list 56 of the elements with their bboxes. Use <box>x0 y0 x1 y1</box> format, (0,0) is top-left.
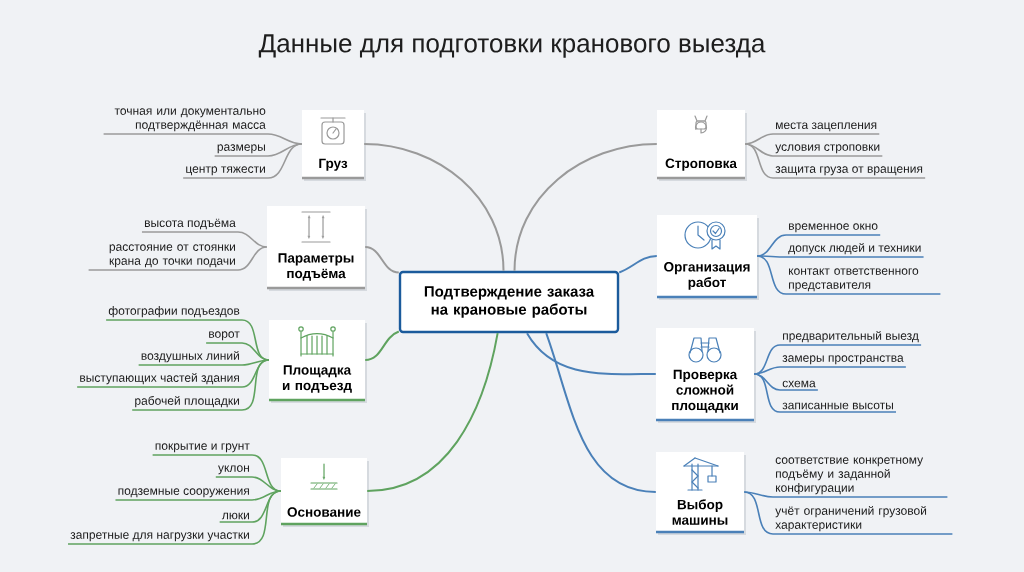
branch-label: точная или документально подтверждённая масса <box>114 108 266 132</box>
connector <box>218 490 282 523</box>
connector <box>513 143 658 272</box>
branch-label: замеры пространства <box>782 355 904 365</box>
title: Данные для подготовки кранового выезда <box>258 34 766 58</box>
branch-label: воздушных линий <box>141 350 239 363</box>
branch-label: центр тяжести <box>186 166 265 176</box>
topic-box: Строповка <box>657 110 747 181</box>
connector <box>67 490 282 545</box>
connector <box>131 359 270 411</box>
connector <box>753 373 897 413</box>
branch-label: записанные высоты <box>782 402 893 410</box>
branch-label: высота подъёма <box>145 218 236 230</box>
branch-label: размеры <box>217 144 265 154</box>
branch-label: уклон <box>218 465 249 475</box>
connector <box>364 246 400 274</box>
branch-label: учёт ограничений грузовой характеристики <box>775 505 927 532</box>
branch-label: места зацепления <box>776 122 877 132</box>
branch-label: временное окно <box>789 223 878 233</box>
branch-label: ворот <box>209 331 240 341</box>
branch-label: люки <box>221 512 249 520</box>
connector <box>618 255 658 274</box>
branch-label: условия строповки <box>775 144 880 154</box>
branch-label: соответствие конкретному подъёму и заданной конфигурации <box>775 457 924 495</box>
connector <box>743 491 954 535</box>
branch-label: допуск людей и техники <box>788 242 921 255</box>
topic-box: Груз <box>302 110 366 181</box>
connector <box>756 255 942 295</box>
connector <box>756 255 925 258</box>
central-topic-box: Подтверждение заказа на крановые работы <box>398 270 620 334</box>
connector <box>76 359 270 388</box>
topic-box: Проверка сложной площадки <box>656 328 756 423</box>
topic-box: Основание <box>281 458 369 527</box>
branch-label: фотографии подъездов <box>108 306 240 318</box>
connector <box>366 332 499 492</box>
topic-box: Параметры подъёма <box>267 206 367 291</box>
branch-label: предварительный выезд <box>783 330 919 343</box>
topic-box: Площадка и подъезд <box>269 320 367 403</box>
branch-label: запретные для нагрузки участки <box>70 532 249 542</box>
connector <box>87 246 268 271</box>
connector <box>364 330 400 361</box>
branch-label: покрытие и грунт <box>155 443 250 453</box>
connector <box>363 143 505 272</box>
branch-label: выступающих частей здания <box>80 372 239 385</box>
topic-box: Выбор машины <box>656 452 746 535</box>
branch-label: защита груза от вращения <box>775 166 923 176</box>
branch-label: рабочей площадки <box>135 395 239 408</box>
branch-label: подземные сооружения <box>118 488 249 498</box>
branch-label: контакт ответственного представителя <box>789 268 919 292</box>
branch-label: схема <box>782 380 816 388</box>
topic-box: Организация работ <box>657 215 759 300</box>
branch-label: расстояние от стоянки крана до точки подачи <box>109 244 235 268</box>
connector <box>526 332 657 376</box>
connector <box>182 143 303 179</box>
connector <box>545 332 657 493</box>
connector <box>744 143 926 179</box>
